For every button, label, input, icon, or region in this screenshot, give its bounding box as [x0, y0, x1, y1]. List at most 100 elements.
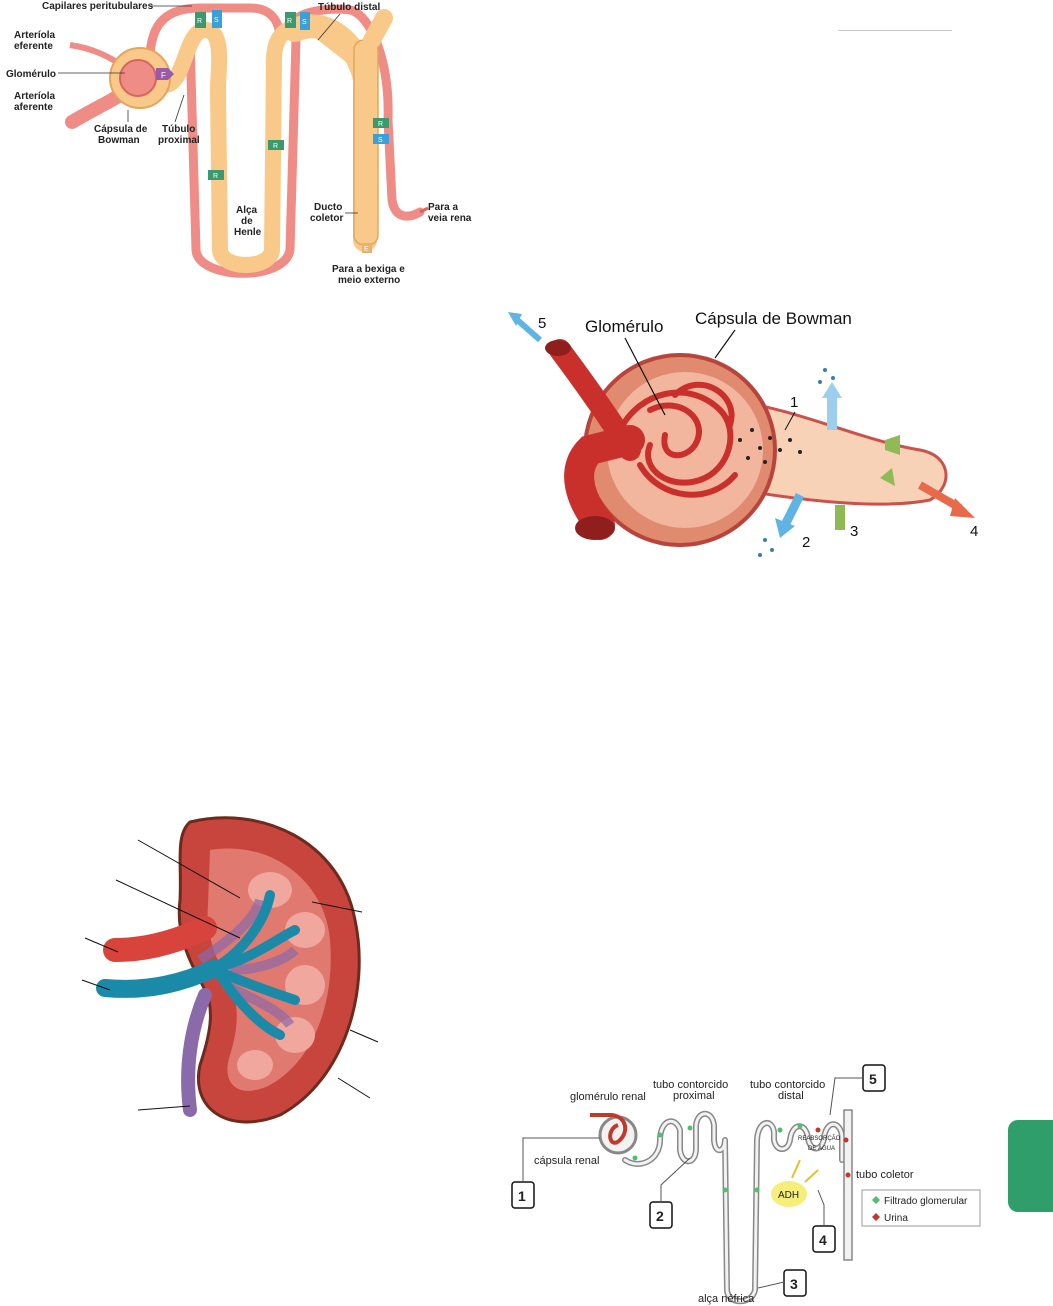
svg-text:E: E: [364, 246, 369, 253]
label-ducto: Ducto: [314, 202, 342, 213]
legend-box: [861, 1189, 981, 1227]
label-glomerulo-renal: glomérulo renal: [570, 1091, 646, 1103]
legend-filtrado: Filtrado glomerular: [884, 1196, 968, 1207]
box-number-4: 4: [819, 1232, 827, 1248]
tubule-lumen: [623, 1112, 844, 1303]
legend-filtrado-marker: [872, 1196, 880, 1204]
label-arteriola-aferente: Arteríola: [14, 91, 56, 102]
label-number-4: 4: [970, 523, 978, 540]
label-number-5: 5: [538, 315, 546, 332]
badge-secretion-3: S: [373, 134, 389, 144]
label-capsula: Cápsula de: [94, 124, 148, 135]
renal-artery: [103, 916, 217, 962]
badge-reabsorption-1: R: [195, 12, 206, 28]
badge-reabsorption-2: R: [285, 12, 296, 28]
decorative-rule: [838, 30, 952, 31]
label-adh: ADH: [778, 1190, 799, 1201]
label-bexiga: Para a bexiga e: [332, 264, 405, 275]
nephron-diagram-bottom: glomérulo renal tubo contorcido proximal…: [500, 1060, 1000, 1306]
svg-text:R: R: [287, 18, 292, 25]
label-tubulo-proximal: Túbulo: [162, 124, 195, 135]
svg-text:R: R: [378, 121, 383, 128]
label-glomerulo: Glomérulo: [585, 317, 663, 336]
peritubular-capillary: [145, 3, 425, 221]
svg-text:S: S: [378, 137, 383, 144]
svg-text:S: S: [302, 19, 307, 26]
label-ducto-2: coletor: [310, 213, 343, 224]
badge-reabsorption-4: R: [268, 140, 284, 150]
duct-top: [363, 9, 393, 49]
loop-vessel: [185, 39, 301, 278]
label-arteriola-eferente-2: eferente: [14, 41, 53, 52]
arrow-2: [780, 492, 805, 528]
label-capilares: Capilares peritubulares: [42, 1, 154, 12]
badge-filtration: F: [156, 68, 174, 80]
urine-dots: [815, 1127, 851, 1178]
connector-lines: [522, 1077, 863, 1289]
label-arteriola-aferente-2: aferente: [14, 102, 53, 113]
label-bexiga-2: meio externo: [338, 275, 400, 286]
renal-pyramids: [237, 872, 325, 1080]
label-alca-3: Henle: [234, 227, 262, 238]
label-number-1: 1: [790, 394, 798, 411]
glomerulus-ball: [119, 59, 157, 97]
label-tubulo-distal: Túbulo distal: [318, 2, 380, 13]
legend-urina: Urina: [884, 1213, 908, 1224]
adh-arrow: [791, 1159, 819, 1183]
efferent-vessel: [549, 339, 641, 461]
nephron-diagram-top: F R S R S R S R R E Capilares peritubula…: [0, 0, 480, 290]
label-capsula: Cápsula de Bowman: [695, 309, 852, 328]
label-number-2: 2: [802, 534, 810, 551]
renal-glomerulus: [590, 1113, 628, 1145]
label-tubo-distal-2: distal: [778, 1090, 804, 1102]
collecting-tube: [843, 1109, 853, 1261]
vessel-opening: [575, 516, 615, 540]
badge-excretion: E: [362, 243, 372, 253]
label-alca-2: de: [241, 216, 253, 227]
svg-text:R: R: [197, 18, 202, 25]
box-number-1: 1: [518, 1188, 526, 1204]
label-alca: Alça: [236, 205, 258, 216]
adh-bubble: [771, 1181, 807, 1207]
label-reabsorcao: REABSORÇÃO: [798, 1135, 841, 1142]
kidney-diagram: [80, 810, 380, 1130]
label-capsula-2: Bowman: [98, 135, 140, 146]
badge-reabsorption-3: R: [373, 118, 389, 128]
filtrate-particles: [738, 428, 802, 464]
label-number-3: 3: [850, 523, 858, 540]
secretion-arrows: [835, 435, 900, 530]
label-alca-nefrica: alça néfrica: [698, 1293, 755, 1305]
label-reabsorcao-2: DE ÁGUA: [808, 1145, 835, 1152]
solute-dots: [758, 368, 835, 557]
label-arteriola-eferente: Arteríola: [14, 30, 56, 41]
box-number-5: 5: [869, 1071, 877, 1087]
renal-capsule: [598, 1115, 638, 1155]
label-lines: [81, 839, 379, 1111]
label-tubo-distal: tubo contorcido: [750, 1079, 825, 1091]
badge-secretion-1: S: [212, 10, 222, 28]
svg-text:R: R: [273, 143, 278, 150]
arrow-reabsorb-up-head: [822, 382, 842, 398]
box-number-3: 3: [790, 1276, 798, 1292]
glomerulus-capillaries: [617, 381, 738, 498]
svg-text:S: S: [214, 17, 219, 24]
box-number-2: 2: [656, 1208, 664, 1224]
vein-arrow: [419, 206, 429, 214]
arrow-4-head: [950, 498, 975, 518]
label-tubo-coletor: tubo coletor: [856, 1169, 914, 1181]
arrow-5: [513, 315, 542, 343]
badge-reabsorption-5: R: [208, 170, 224, 180]
proximal-tubule: [157, 18, 358, 273]
renal-vein-main: [96, 959, 224, 998]
arrow-5-head: [508, 312, 522, 326]
label-veia: Para a: [428, 202, 458, 213]
efferent-opening: [545, 340, 571, 356]
glomerulus-diagram: Glomérulo Cápsula de Bowman 1 2 3 4 5: [500, 300, 1000, 570]
page-side-tab: [1008, 1120, 1053, 1212]
badge-secretion-2: S: [300, 12, 310, 30]
svg-text:F: F: [161, 71, 166, 80]
arrow-2-head: [775, 518, 795, 538]
label-tubo-proximal-2: proximal: [673, 1090, 715, 1102]
ureter: [181, 988, 212, 1117]
label-capsula-renal: cápsula renal: [534, 1155, 599, 1167]
